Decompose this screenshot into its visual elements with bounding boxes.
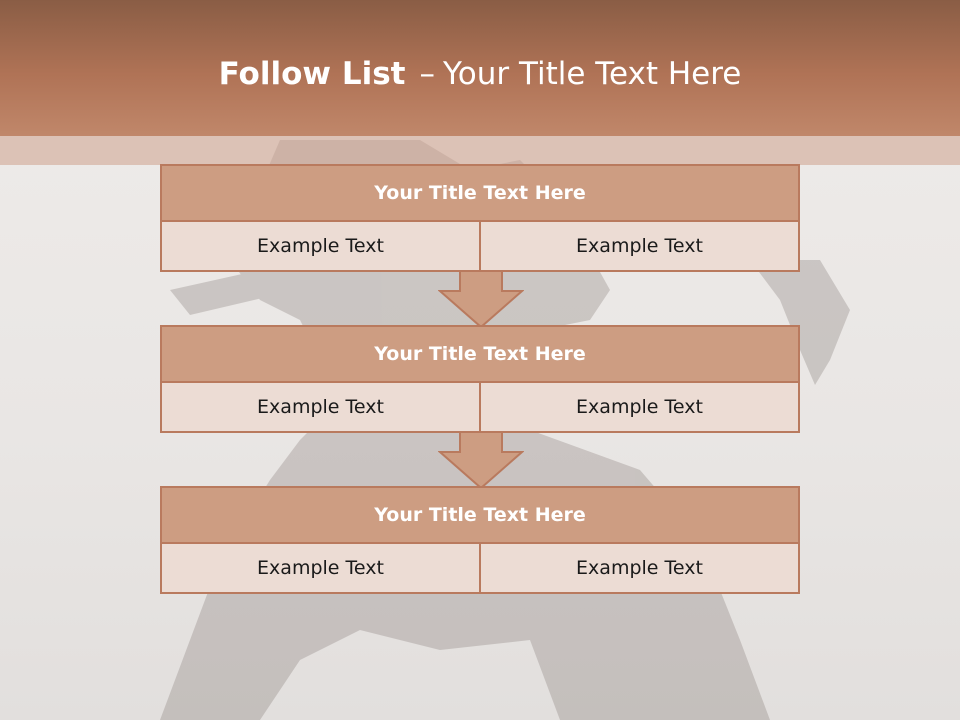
list-block-2: Your Title Text Here Example Text Exampl…: [160, 325, 800, 433]
block-3-left-text: Example Text: [257, 557, 384, 579]
down-arrow-2: [438, 432, 524, 490]
title-separator: –: [419, 56, 435, 92]
title-bold: Follow List: [218, 56, 406, 92]
block-2-title: Your Title Text Here: [162, 327, 798, 383]
header-bar: [0, 0, 960, 136]
list-block-1: Your Title Text Here Example Text Exampl…: [160, 164, 800, 272]
header-band: [0, 136, 960, 165]
block-3-row: Example Text Example Text: [162, 544, 798, 592]
title-rest: Your Title Text Here: [442, 56, 742, 92]
block-2-row: Example Text Example Text: [162, 383, 798, 431]
slide-title: Follow List–Your Title Text Here: [0, 56, 960, 92]
block-2-right-text: Example Text: [479, 383, 798, 431]
block-1-title: Your Title Text Here: [162, 166, 798, 222]
list-block-3: Your Title Text Here Example Text Exampl…: [160, 486, 800, 594]
block-3-title: Your Title Text Here: [162, 488, 798, 544]
block-3-right-text: Example Text: [479, 544, 798, 592]
block-2-left-text: Example Text: [257, 396, 384, 418]
down-arrow-1: [438, 271, 524, 329]
block-1-row: Example Text Example Text: [162, 222, 798, 270]
block-1-left-text: Example Text: [257, 235, 384, 257]
block-1-right-text: Example Text: [479, 222, 798, 270]
